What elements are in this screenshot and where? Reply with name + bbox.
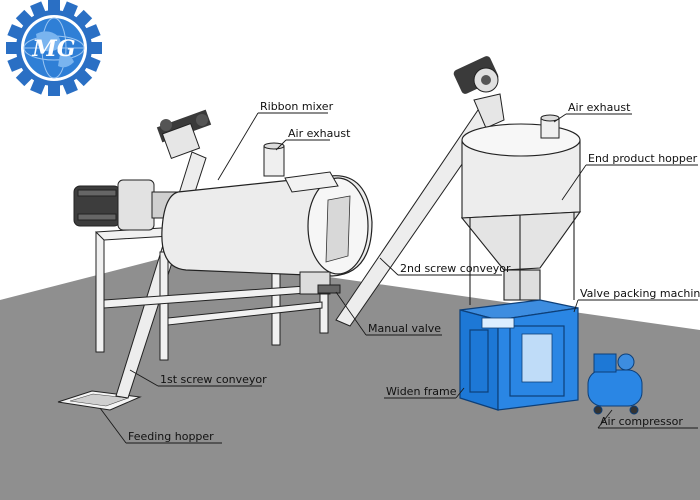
end-product-hopper xyxy=(460,123,582,305)
label-feeding-hopper: Feeding hopper xyxy=(128,430,214,443)
valve-packing-machine xyxy=(459,299,579,411)
logo-text: MG xyxy=(31,36,75,62)
label-ribbon-mixer: Ribbon mixer xyxy=(260,100,334,113)
label-second-screw-conveyor: 2nd screw conveyor xyxy=(400,262,511,275)
label-manual-valve: Manual valve xyxy=(368,322,441,335)
second-screw-conveyor xyxy=(335,56,505,327)
label-air-exhaust-mixer: Air exhaust xyxy=(288,127,351,140)
mixer-air-exhaust xyxy=(263,142,285,177)
air-compressor xyxy=(587,353,643,415)
label-air-compressor: Air compressor xyxy=(600,415,683,428)
label-air-exhaust-hopper: Air exhaust xyxy=(568,101,631,114)
globe-icon xyxy=(23,17,85,79)
mg-logo: MG xyxy=(6,0,102,96)
label-valve-packing-machine: Valve packing machine xyxy=(580,287,700,300)
label-widen-frame: Widen frame xyxy=(386,385,457,398)
manual-valve xyxy=(317,284,341,294)
label-end-product-hopper: End product hopper xyxy=(588,152,698,165)
ribbon-mixer xyxy=(161,171,373,295)
hopper-air-exhaust xyxy=(540,114,560,139)
label-first-screw-conveyor: 1st screw conveyor xyxy=(160,373,267,386)
leader-lines xyxy=(99,112,698,444)
